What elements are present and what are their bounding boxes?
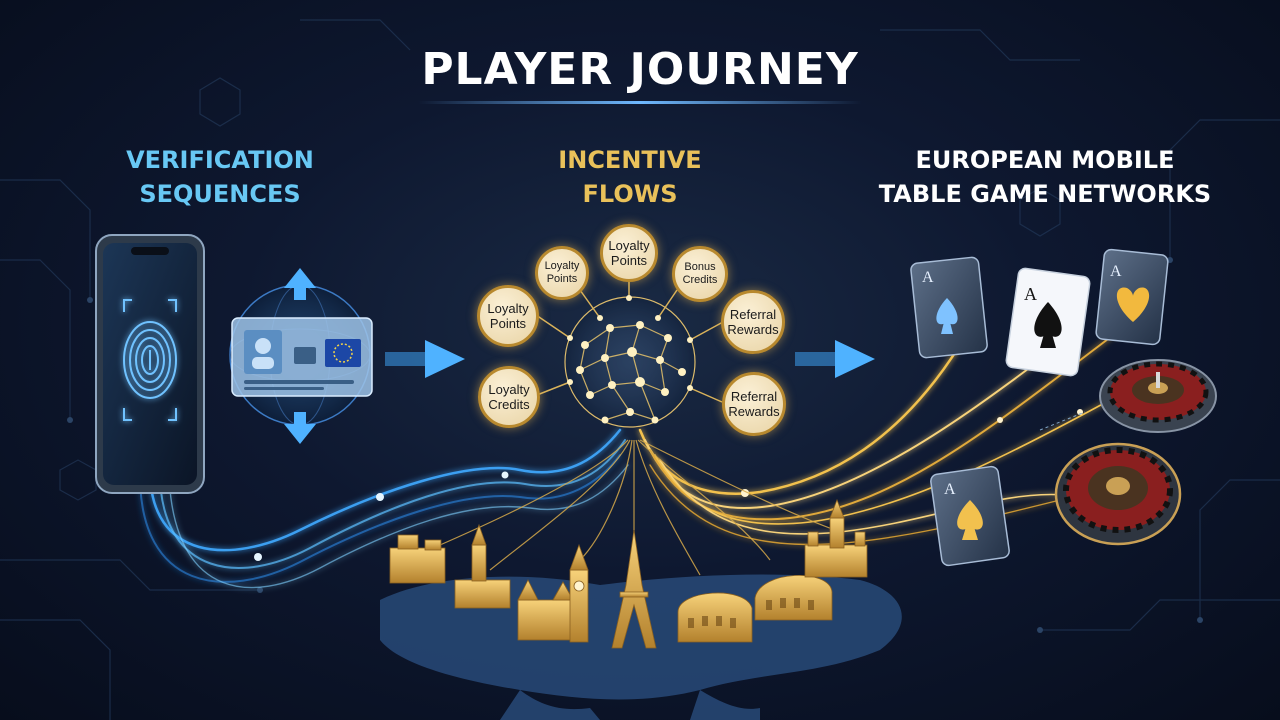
heading-verification: VERIFICATION SEQUENCES — [80, 143, 360, 211]
incentive-node-5: Referral Rewards — [721, 290, 785, 354]
card-2-rank: A — [1024, 284, 1037, 304]
id-card-globe — [229, 284, 373, 426]
id-card-icon — [231, 317, 373, 397]
network-globe-icon — [564, 296, 696, 428]
card-4-rank: A — [944, 481, 956, 498]
arrow-down-icon — [284, 412, 316, 444]
heading-european-line-2: TABLE GAME NETWORKS — [878, 180, 1212, 208]
blue-flow-sparkles — [254, 471, 509, 561]
roulette-wheel-icon-1 — [1099, 359, 1217, 433]
card-3: A — [1095, 248, 1169, 346]
heading-incentive-line-2: FLOWS — [582, 180, 678, 208]
heading-incentive-line-1: INCENTIVE — [558, 146, 702, 174]
title-underline — [418, 101, 862, 104]
landmarks-icon — [389, 498, 868, 649]
incentive-node-3: Bonus Credits — [672, 246, 728, 302]
incentive-node-1-label: Loyalty Points — [608, 238, 650, 268]
roulette-wheel-icon-2 — [1054, 442, 1182, 546]
incentive-node-7: Referral Rewards — [722, 372, 786, 436]
card-1-rank: A — [922, 269, 934, 286]
card-3-rank: A — [1110, 263, 1122, 280]
fingerprint-icon — [123, 299, 177, 421]
page-title: PLAYER JOURNEY — [421, 44, 859, 95]
landmark-links — [439, 439, 836, 576]
incentive-node-6: Loyalty Credits — [478, 366, 540, 428]
phone-icon — [95, 234, 205, 494]
wheel-connector — [1039, 411, 1086, 431]
incentive-node-4-label: Loyalty Points — [487, 301, 529, 331]
heading-european: EUROPEAN MOBILE TABLE GAME NETWORKS — [860, 143, 1230, 211]
heading-verification-line-1: VERIFICATION — [126, 146, 314, 174]
incentive-node-2-label: Loyalty Points — [544, 260, 580, 285]
incentive-node-6-label: Loyalty Credits — [488, 382, 530, 412]
heading-incentive: INCENTIVE FLOWS — [500, 143, 760, 211]
heading-european-line-1: EUROPEAN MOBILE — [915, 146, 1175, 174]
incentive-node-1: Loyalty Points — [600, 224, 658, 282]
incentive-node-5-label: Referral Rewards — [727, 307, 779, 337]
arrow-right-icon-2 — [795, 340, 875, 378]
node-links — [535, 278, 724, 403]
incentive-node-4: Loyalty Points — [477, 285, 539, 347]
card-1: A — [910, 256, 988, 359]
incentive-node-7-label: Referral Rewards — [728, 389, 780, 419]
arrow-right-icon-1 — [385, 340, 465, 378]
card-4: A — [930, 465, 1010, 567]
arrow-up-icon — [284, 268, 316, 300]
incentive-node-2: Loyalty Points — [535, 246, 589, 300]
landmark-windows — [688, 598, 814, 628]
card-2: A — [1005, 267, 1091, 377]
heading-verification-line-2: SEQUENCES — [139, 180, 301, 208]
blue-flow — [139, 428, 629, 589]
incentive-node-3-label: Bonus Credits — [682, 261, 718, 286]
